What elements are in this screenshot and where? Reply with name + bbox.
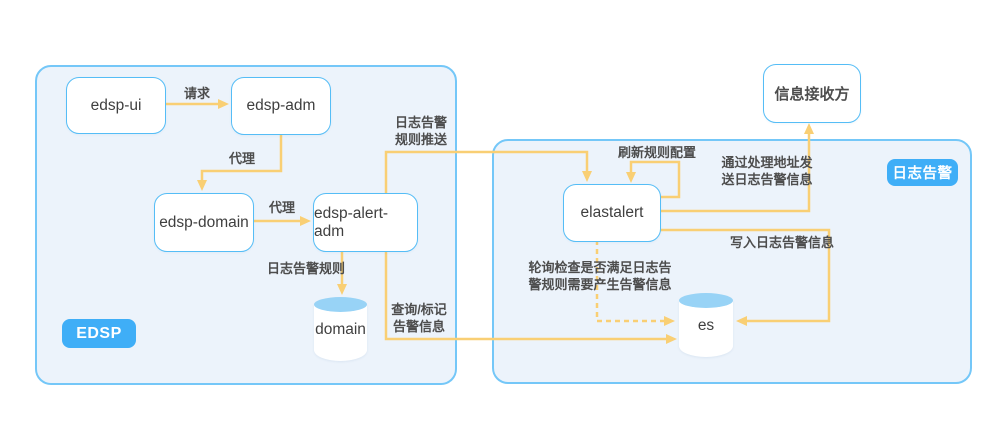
node-label: domain (315, 321, 366, 338)
node-domain-database: domain (314, 297, 367, 361)
node-label: edsp-adm (246, 97, 316, 114)
edge-label-request: 请求 (183, 86, 210, 101)
edge-label-line: 送日志告警信息 (721, 172, 813, 188)
node-edsp-ui: edsp-ui (66, 77, 166, 134)
edge-label-poll-check: 轮询检查是否满足日志告 警规则需要产生告警信息 (526, 259, 674, 293)
edge-label-refresh-rule: 刷新规则配置 (617, 145, 696, 160)
edge-label-proxy-1: 代理 (228, 151, 255, 166)
node-elastalert: elastalert (563, 184, 661, 242)
edge-label-log-alert-rule: 日志告警规则 (266, 261, 345, 276)
node-label: edsp-domain (159, 213, 249, 231)
edge-label-line: 轮询检查是否满足日志告 (528, 260, 672, 275)
edge-label-write-log-alert: 写入日志告警信息 (729, 235, 834, 250)
badge-label: EDSP (76, 324, 122, 342)
edge-label-line: 警规则需要产生告警信息 (528, 277, 672, 293)
edge-label-send-via-address: 通过处理地址发 送日志告警信息 (717, 154, 817, 188)
log-alert-group-badge: 日志告警 (887, 159, 958, 186)
cylinder-body (679, 300, 733, 357)
node-edsp-adm: edsp-adm (231, 77, 331, 135)
edge-label-line: 通过处理地址发 (721, 155, 813, 170)
edsp-group-badge: EDSP (62, 319, 136, 348)
cylinder-top (679, 293, 733, 308)
cylinder-body (314, 304, 367, 361)
node-label: 信息接收方 (774, 86, 850, 103)
node-label: edsp-ui (90, 96, 142, 114)
edge-label-line: 告警信息 (392, 319, 445, 335)
edge-label-rule-push: 日志告警 规则推送 (384, 114, 458, 148)
edge-label-line: 查询/标记 (391, 302, 447, 317)
badge-label: 日志告警 (892, 166, 953, 182)
node-label: elastalert (580, 204, 644, 221)
node-es-database: es (679, 293, 733, 357)
node-label: edsp-alert-adm (314, 204, 389, 240)
node-label: es (697, 317, 715, 334)
edge-label-line: 规则推送 (394, 132, 447, 148)
edge-label-query-mark: 查询/标记 告警信息 (382, 301, 456, 335)
edge-label-line: 日志告警 (394, 115, 447, 130)
node-edsp-alert-adm: edsp-alert-adm (313, 193, 418, 252)
node-receiver: 信息接收方 (763, 64, 861, 123)
cylinder-top (314, 297, 367, 312)
node-edsp-domain: edsp-domain (154, 193, 254, 252)
edge-label-proxy-2: 代理 (268, 200, 295, 215)
